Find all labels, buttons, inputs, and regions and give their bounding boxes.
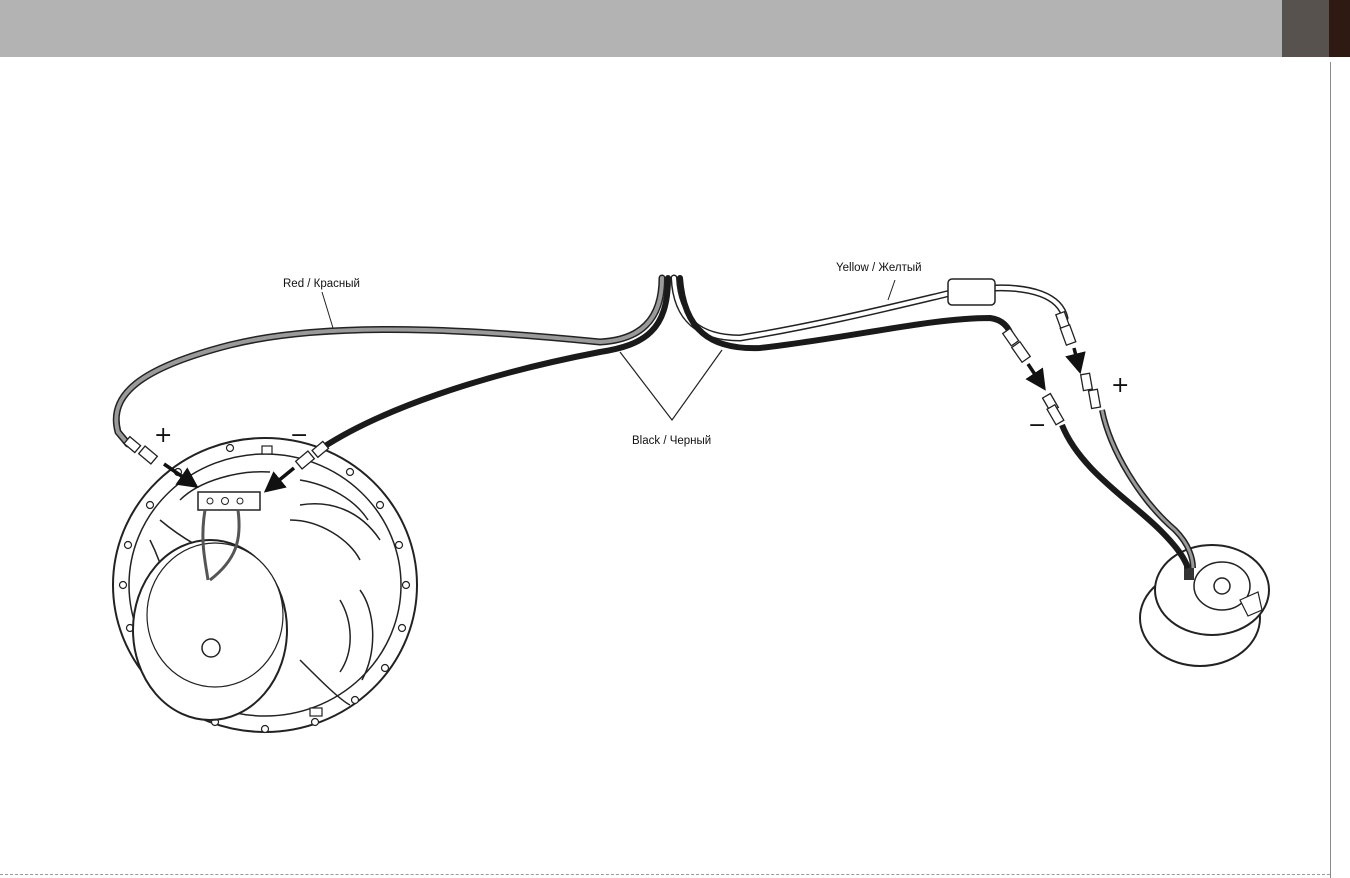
wire-bundle-black-woofer (322, 278, 668, 448)
black-wire-leader (620, 350, 722, 420)
red-wire-label: Red / Красный (283, 278, 360, 290)
black-wire-label: Black / Черный (632, 435, 711, 447)
wire-bundle-red (116, 278, 662, 444)
tweeter-positive-sign: + (1111, 373, 1129, 398)
yellow-wire-leader (888, 280, 895, 300)
woofer-positive-sign: + (154, 423, 172, 448)
red-wire-leader (322, 292, 333, 328)
tweeter-black-lead (1062, 425, 1188, 568)
woofer-negative-sign: − (290, 423, 308, 448)
inline-filter (948, 279, 995, 305)
tweeter-negative-sign: − (1028, 413, 1046, 438)
tweeter-speaker (1140, 545, 1269, 666)
woofer-speaker (113, 438, 417, 733)
yellow-wire-label: Yellow / Желтый (836, 262, 922, 274)
